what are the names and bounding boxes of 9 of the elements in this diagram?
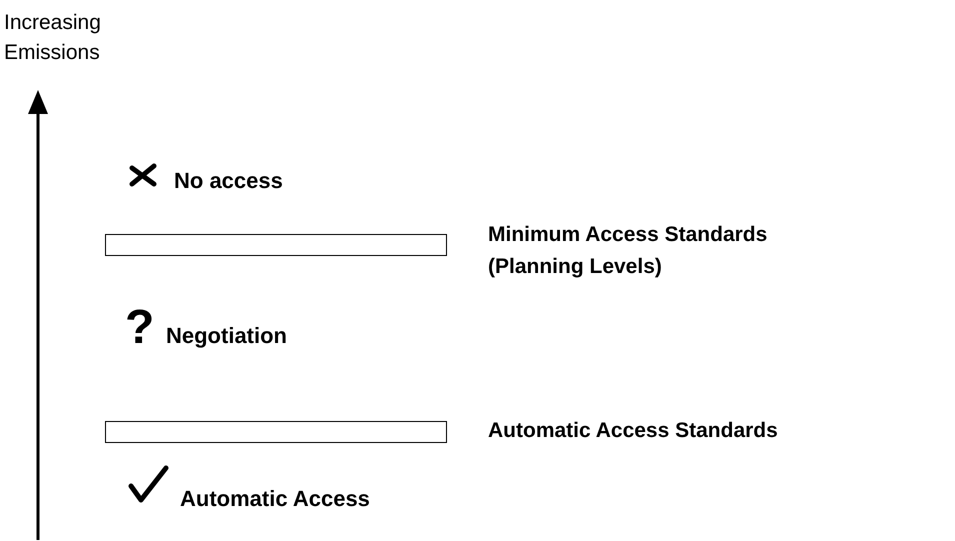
threshold-label: Automatic Access Standards <box>488 418 779 444</box>
threshold-bar <box>105 421 447 443</box>
status-label: Automatic Access <box>180 486 370 512</box>
status-label: No access <box>174 168 283 194</box>
threshold-label: Minimum Access Standards (Planning Levels) <box>488 222 768 280</box>
status-label: Negotiation <box>166 323 287 349</box>
axis-label: Increasing Emissions <box>4 10 102 66</box>
threshold-bar <box>105 234 447 256</box>
question-mark: ? <box>125 300 154 355</box>
